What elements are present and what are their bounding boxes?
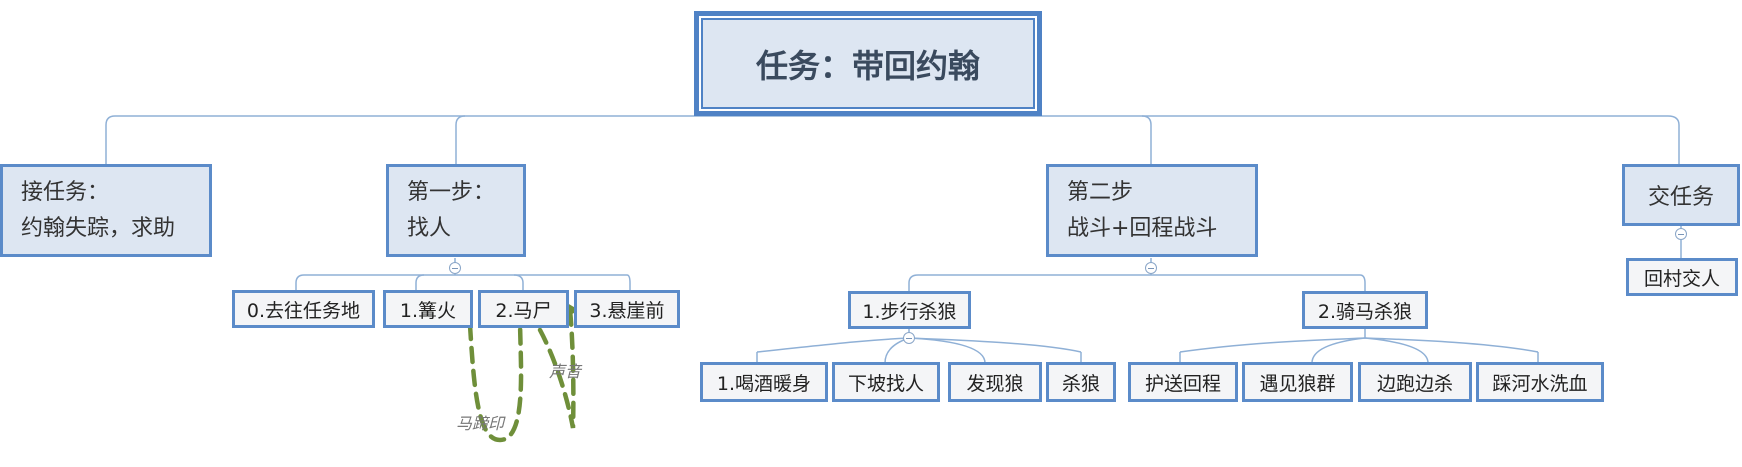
sound-arrow: [537, 307, 576, 429]
walk-item-3[interactable]: 杀狼: [1046, 362, 1116, 402]
step2-line1: 第二步: [1067, 179, 1134, 205]
step2-group-ride[interactable]: 2.骑马杀狼: [1302, 291, 1428, 329]
collapse-toggle-step1[interactable]: [449, 262, 461, 274]
walk-item-3-label: 杀狼: [1061, 372, 1100, 395]
step1-item-1-label: 1.篝火: [399, 299, 457, 322]
annotation-sound: 声音: [549, 362, 582, 381]
submit-label: 交任务: [1647, 185, 1714, 210]
step1-item-0[interactable]: 0.去往任务地: [232, 290, 375, 328]
step2-group-ride-label: 2.骑马杀狼: [1317, 300, 1413, 323]
step2-group-walk[interactable]: 1.步行杀狼: [848, 291, 971, 329]
connector-step2: [1141, 115, 1152, 164]
accept-line1: 接任务：: [21, 179, 110, 205]
branch-accept-task[interactable]: 接任务： 约翰失踪，求助: [0, 164, 212, 257]
step2-line2: 战斗+回程战斗: [1067, 215, 1218, 241]
connector-accept: [105, 115, 116, 164]
step1-item-3[interactable]: 3.悬崖前: [574, 290, 680, 328]
submit-item-0-label: 回村交人: [1643, 267, 1720, 290]
walk-item-2[interactable]: 发现狼: [948, 362, 1042, 402]
connector-step1: [455, 115, 466, 164]
submit-item-0[interactable]: 回村交人: [1626, 258, 1738, 296]
branch-submit[interactable]: 交任务: [1622, 164, 1740, 226]
step2-group-walk-label: 1.步行杀狼: [862, 300, 957, 323]
collapse-toggle-submit[interactable]: [1675, 228, 1687, 240]
root-node[interactable]: 任务：带回约翰: [694, 11, 1042, 116]
step1-item-2-label: 2.马尸: [495, 299, 552, 322]
step1-line2: 找人: [407, 215, 452, 241]
ride-item-3-label: 踩河水洗血: [1492, 372, 1588, 395]
root-title: 任务：带回约翰: [755, 46, 980, 85]
ride-item-2[interactable]: 边跑边杀: [1358, 362, 1472, 402]
connector-submit: [1667, 115, 1680, 164]
accept-line2: 约翰失踪，求助: [21, 215, 176, 241]
branch-step2[interactable]: 第二步 战斗+回程战斗: [1046, 164, 1258, 257]
step1-item-2[interactable]: 2.马尸: [478, 290, 569, 328]
step1-item-3-label: 3.悬崖前: [589, 299, 665, 322]
hoofprint-arrow: [467, 315, 524, 443]
ride-item-3[interactable]: 踩河水洗血: [1476, 362, 1604, 402]
branch-step1[interactable]: 第一步： 找人: [386, 164, 526, 257]
walk-item-1-label: 下坡找人: [847, 372, 924, 395]
ride-item-0[interactable]: 护送回程: [1128, 362, 1238, 402]
collapse-toggle-step2[interactable]: [1145, 262, 1157, 274]
walk-item-0-label: 1.喝酒暖身: [716, 372, 812, 395]
step1-item-1[interactable]: 1.篝火: [383, 290, 473, 328]
ride-item-1[interactable]: 遇见狼群: [1242, 362, 1353, 402]
walk-item-1[interactable]: 下坡找人: [832, 362, 940, 402]
annotation-hoofprints: 马蹄印: [456, 414, 505, 433]
walk-item-0[interactable]: 1.喝酒暖身: [700, 362, 828, 402]
walk-item-2-label: 发现狼: [966, 372, 1024, 395]
ride-item-0-label: 护送回程: [1144, 372, 1221, 395]
step1-line1: 第一步：: [407, 179, 496, 205]
collapse-toggle-walk-wolves[interactable]: [903, 332, 915, 344]
ride-item-1-label: 遇见狼群: [1259, 372, 1336, 395]
ride-item-2-label: 边跑边杀: [1376, 372, 1453, 395]
step1-item-0-label: 0.去往任务地: [246, 299, 361, 322]
